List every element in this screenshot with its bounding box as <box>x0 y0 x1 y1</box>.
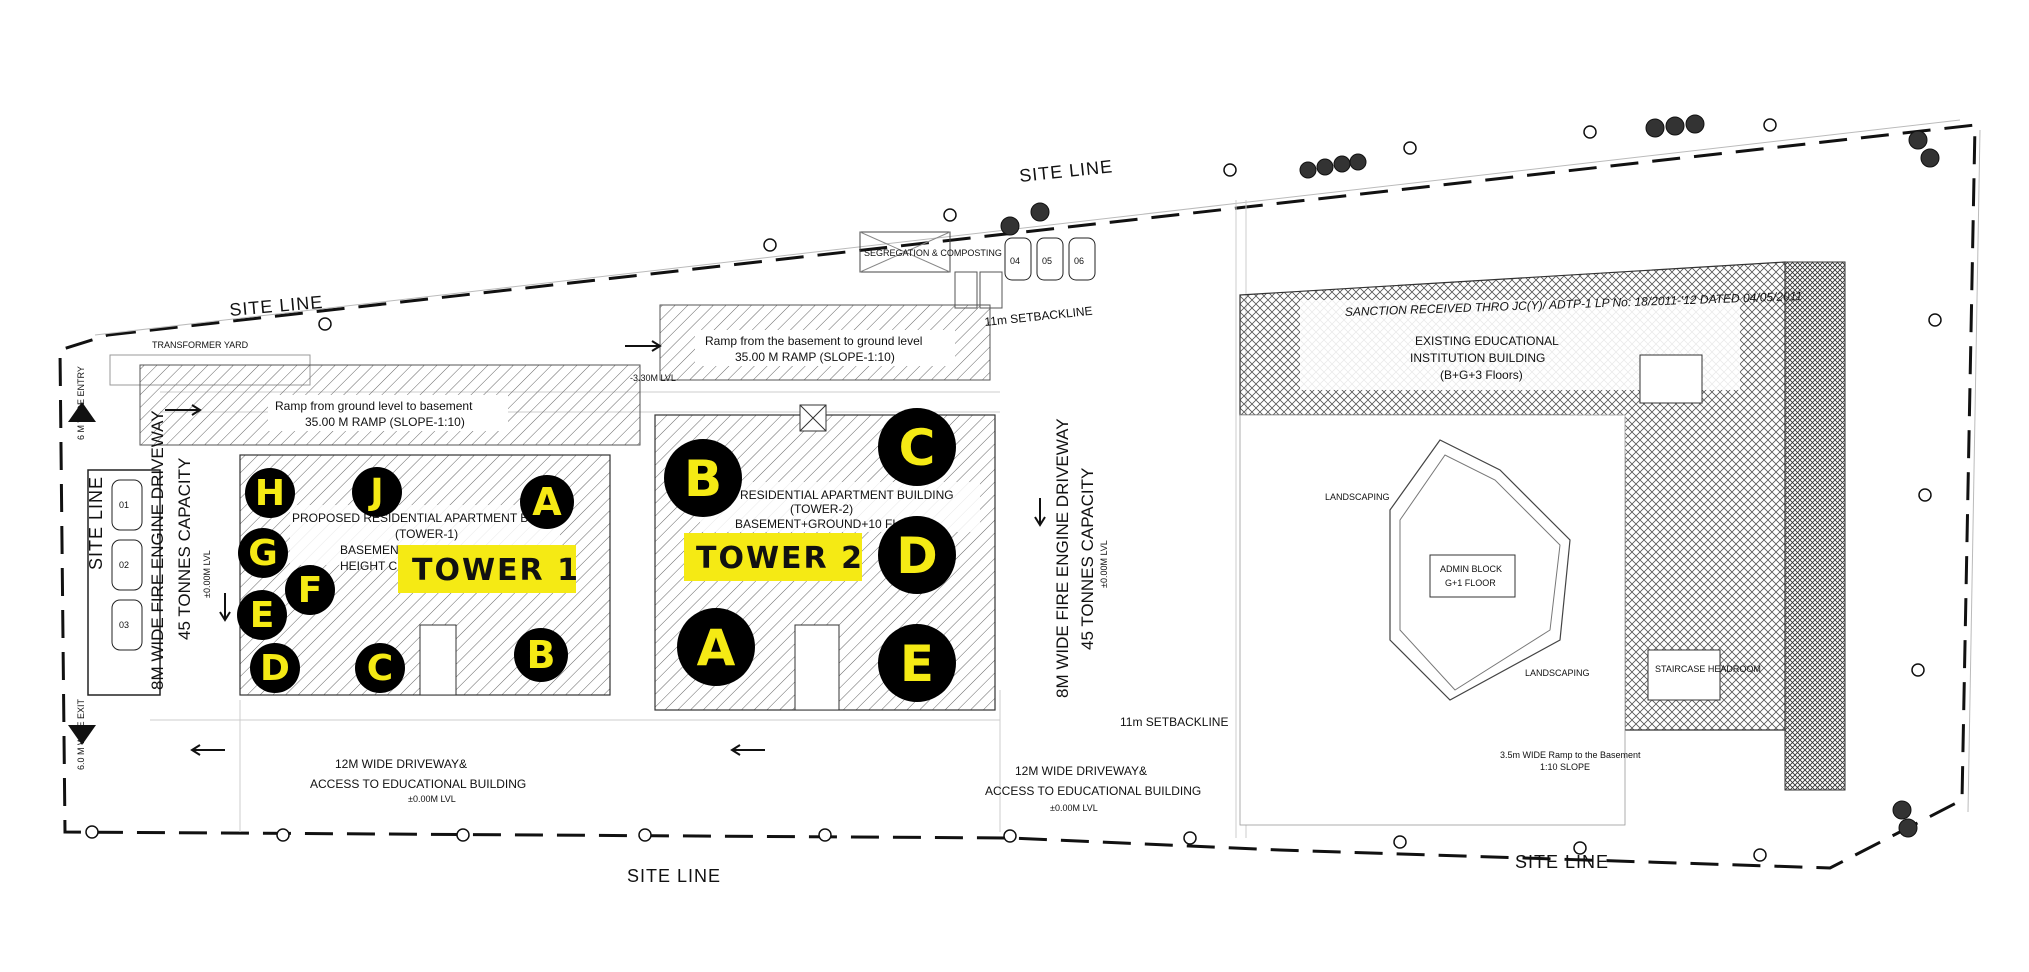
parking-top: 04 05 06 <box>1004 237 1096 281</box>
site-line-label: SITE LINE <box>229 292 324 320</box>
ramp-up: Ramp from the basement to ground level 3… <box>625 304 991 383</box>
access-driveway-right-2: ACCESS TO EDUCATIONAL BUILDING <box>985 784 1201 798</box>
svg-text:G: G <box>248 533 278 574</box>
educational-building: SANCTION RECEIVED THRO JC(Y)/ ADTP-1 LP … <box>1239 261 1846 791</box>
transformer-yard-label: TRANSFORMER YARD <box>152 340 249 350</box>
level-mark: ±0.00M LVL <box>1050 803 1098 813</box>
parking-number: 02 <box>119 560 129 570</box>
ramp-up-text: Ramp from the basement to ground level <box>705 334 922 348</box>
fire-capacity-left: 45 TONNES CAPACITY <box>175 458 194 640</box>
setback-bottom: 11m SETBACKLINE <box>1120 715 1228 729</box>
svg-text:C: C <box>367 648 393 689</box>
unit-marker: C <box>355 643 405 693</box>
unit-marker: B <box>514 628 568 682</box>
basement-ramp-slope: 1:10 SLOPE <box>1540 762 1590 772</box>
site-line-label: SITE LINE <box>1515 852 1609 872</box>
trees <box>1000 114 1940 838</box>
site-line-label: SITE LINE <box>1018 156 1114 186</box>
fire-driveway-mid: 8M WIDE FIRE ENGINE DRIVEWAY <box>1053 418 1072 698</box>
unit-marker: D <box>878 516 956 594</box>
svg-text:A: A <box>697 619 736 677</box>
unit-marker: H <box>245 468 295 518</box>
unit-marker: F <box>285 565 335 615</box>
boundary-markers <box>85 118 1942 862</box>
level-mark: ±0.00M LVL <box>202 550 212 598</box>
parking-number: 06 <box>1074 256 1084 266</box>
unit-marker: A <box>677 608 755 686</box>
entry-label: 6 M WIDE ENTRY <box>76 366 86 440</box>
site-line-label: SITE LINE <box>627 866 721 886</box>
segregation-label: SEGREGATION & COMPOSTING <box>864 248 1002 258</box>
unit-marker: C <box>878 408 956 486</box>
svg-text:H: H <box>255 473 285 514</box>
ramp-down-text: Ramp from ground level to basement <box>275 399 473 413</box>
tower2-desc: ED RESIDENTIAL APARTMENT BUILDING <box>720 488 954 502</box>
parking-number: 03 <box>119 620 129 630</box>
level-mark: -3.30M LVL <box>630 373 676 383</box>
svg-text:E: E <box>250 595 275 636</box>
tower2-unit-markers: A B C D E <box>664 408 956 702</box>
unit-marker: E <box>237 590 287 640</box>
tower1-desc-2: (TOWER-1) <box>395 527 458 541</box>
tower2-label: TOWER 2 <box>684 533 864 581</box>
level-mark: ±0.00M LVL <box>408 794 456 804</box>
unit-marker: B <box>664 439 742 517</box>
svg-text:A: A <box>532 480 562 524</box>
svg-text:D: D <box>260 648 290 689</box>
unit-marker: A <box>520 475 574 529</box>
site-boundary <box>58 119 1981 870</box>
edu-title: EXISTING EDUCATIONAL <box>1415 334 1559 348</box>
svg-text:E: E <box>900 635 934 693</box>
basement-ramp-label: 3.5m WIDE Ramp to the Basement <box>1500 750 1641 760</box>
segregation-area: SEGREGATION & COMPOSTING <box>859 231 1003 309</box>
tower2-desc-3: BASEMENT+GROUND+10 FL <box>735 517 899 531</box>
level-mark: ±0.00M LVL <box>1099 540 1109 588</box>
svg-text:J: J <box>367 472 383 513</box>
tower1-desc: PROPOSED RESIDENTIAL APARTMENT BU <box>292 511 537 525</box>
unit-marker: J <box>352 467 402 517</box>
tower1-desc-3: BASEMENT <box>340 543 407 557</box>
fire-capacity-mid: 45 TONNES CAPACITY <box>1078 468 1097 650</box>
ramp-down-slope: 35.00 M RAMP (SLOPE-1:10) <box>305 415 465 429</box>
tower2-desc-2: (TOWER-2) <box>790 502 853 516</box>
access-driveway-left-2: ACCESS TO EDUCATIONAL BUILDING <box>310 777 526 791</box>
staircase-label: STAIRCASE HEADROOM <box>1655 664 1761 674</box>
admin-block-label: ADMIN BLOCK <box>1440 564 1502 574</box>
tower1-desc-4: HEIGHT C <box>340 559 397 573</box>
access-driveway-right: 12M WIDE DRIVEWAY& <box>1015 764 1147 778</box>
fire-driveway-left: 8M WIDE FIRE ENGINE DRIVEWAY <box>148 410 167 690</box>
tower1-label: TOWER 1 <box>398 545 580 593</box>
courtyard: ADMIN BLOCK G+1 FLOOR LANDSCAPING LANDSC… <box>1239 414 1761 826</box>
unit-marker: E <box>878 624 956 702</box>
svg-text:TOWER 1: TOWER 1 <box>412 553 580 588</box>
svg-text:B: B <box>684 450 722 508</box>
svg-text:C: C <box>899 419 936 477</box>
admin-block-floors: G+1 FLOOR <box>1445 578 1496 588</box>
landscaping-label: LANDSCAPING <box>1525 668 1590 678</box>
parking-number: 01 <box>119 500 129 510</box>
svg-text:F: F <box>298 570 323 611</box>
tower1-unit-markers: A B C D E F G H J <box>237 467 574 693</box>
edu-title-2: INSTITUTION BUILDING <box>1410 351 1545 365</box>
site-line-label: SITE LINE <box>86 476 106 570</box>
access-driveway-left: 12M WIDE DRIVEWAY& <box>335 757 467 771</box>
svg-text:B: B <box>527 633 556 677</box>
svg-text:D: D <box>896 527 938 585</box>
parking-number: 04 <box>1010 256 1020 266</box>
unit-marker: D <box>250 643 300 693</box>
landscaping-label: LANDSCAPING <box>1325 492 1390 502</box>
parking-strip: 01 02 03 <box>87 469 161 696</box>
ramp-up-slope: 35.00 M RAMP (SLOPE-1:10) <box>735 350 895 364</box>
ramp-down: Ramp from ground level to basement 35.00… <box>139 364 641 446</box>
parking-number: 05 <box>1042 256 1052 266</box>
svg-text:TOWER 2: TOWER 2 <box>696 541 864 576</box>
unit-marker: G <box>238 528 288 578</box>
edu-title-3: (B+G+3 Floors) <box>1440 368 1523 382</box>
